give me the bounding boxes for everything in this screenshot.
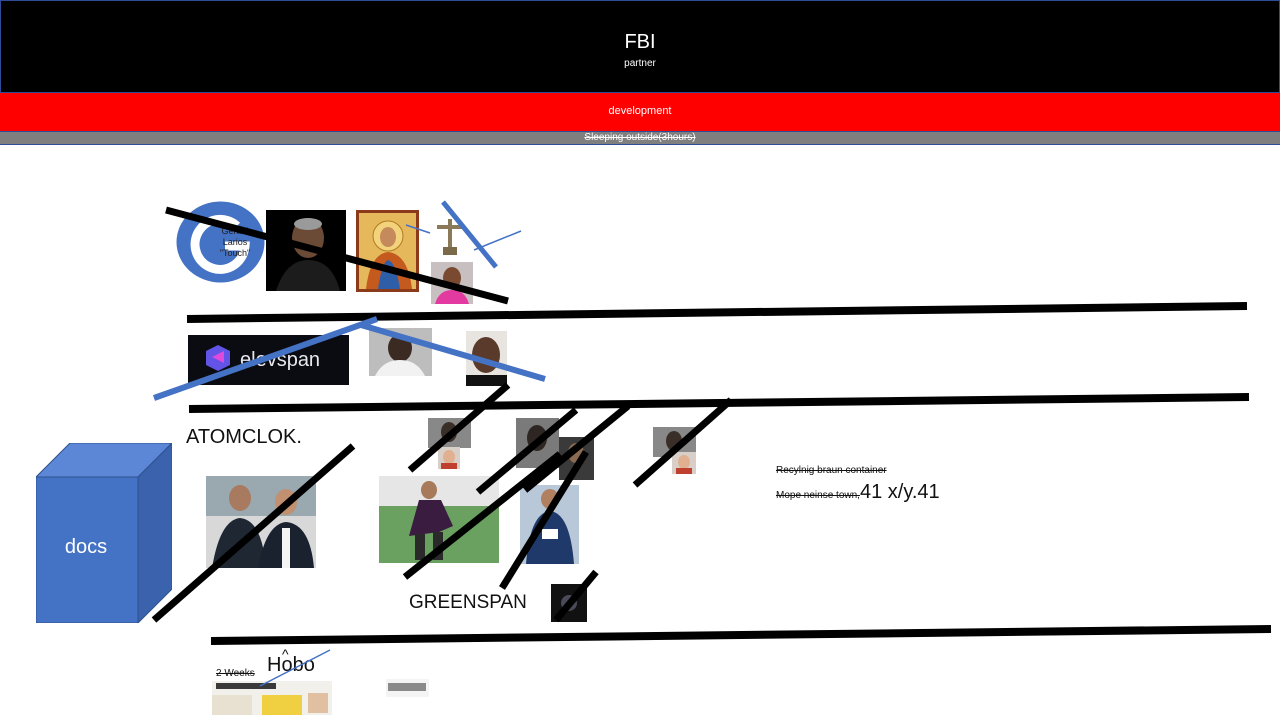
red-band [0, 93, 1280, 131]
dark-thumbnail [551, 584, 587, 622]
portrait-photo-bald-man [369, 328, 432, 376]
atomclok-label: ATOMCLOK. [186, 426, 302, 448]
red-band-label: development [608, 105, 672, 117]
small-portrait-bearded-2 [516, 418, 559, 468]
docs-cube-shape [36, 443, 172, 623]
elevspan-logo: elevspan [188, 335, 349, 385]
small-portrait-boy-1 [438, 447, 460, 469]
header-banner [0, 0, 1280, 93]
photo-footballer-2 [520, 485, 579, 564]
icon-painting-saint [356, 210, 419, 292]
note-coordinates: Mope neinse town,41 x/y.41 [776, 481, 940, 504]
portrait-photo-fighter [466, 331, 507, 386]
note-braun-container: Recylnig braun container [776, 465, 887, 476]
svg-text:elevspan: elevspan [240, 349, 320, 371]
small-portrait-bearded-1 [428, 418, 471, 448]
grey-band [0, 131, 1280, 145]
weeks-label: 2 Weeks [216, 668, 255, 679]
small-portrait-dark [559, 437, 594, 480]
note-struck-text: Mope neinse town, [776, 490, 860, 501]
greenspan-label: GREENSPAN [409, 592, 527, 613]
g-logo-caption: Gerald Larios "Touch" [219, 226, 251, 258]
portrait-photo-woman-pink [431, 262, 473, 304]
hobo-label: Hobo [267, 654, 315, 676]
page-subtitle: partner [624, 58, 656, 69]
portrait-photo-man-suit [266, 210, 346, 291]
page-title: FBI [624, 31, 656, 53]
statue-photo [433, 211, 467, 257]
docs-label: docs [64, 536, 108, 558]
small-portrait-boy-2 [672, 452, 696, 474]
note-big-text: 41 x/y.41 [859, 481, 940, 503]
screenshot-thumbnail-2 [386, 679, 429, 697]
photo-two-men-suits [206, 476, 316, 568]
screenshot-thumbnail-1 [212, 681, 332, 715]
grey-band-label: Sleeping outside(3hours) [584, 132, 696, 143]
photo-footballer-1 [379, 476, 499, 563]
